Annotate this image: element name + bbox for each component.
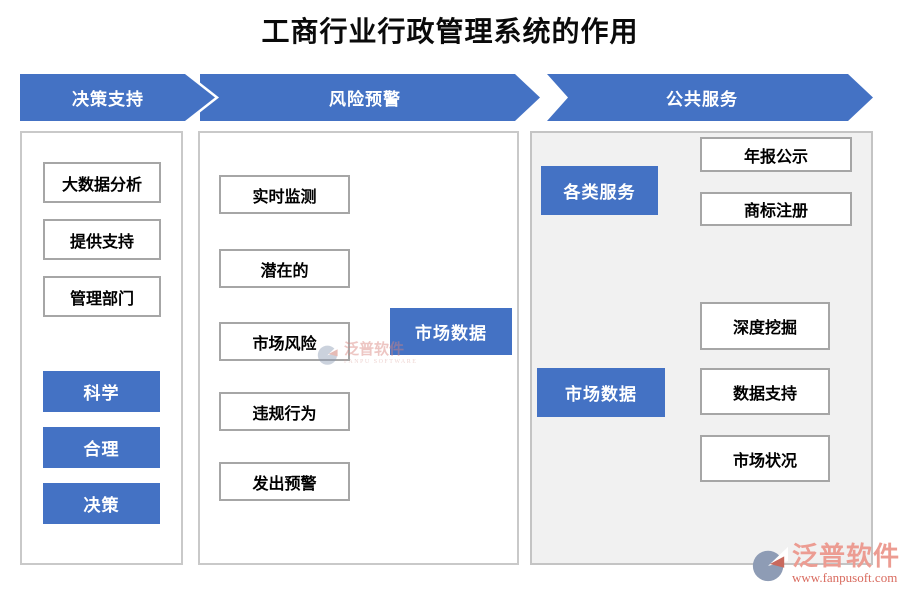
risk-box-market-risk: 市场风险 — [219, 322, 350, 361]
outcome-box-scientific: 科学 — [43, 371, 160, 412]
target-box-market-data: 市场数据 — [390, 308, 512, 355]
banner-label-decision-support: 决策支持 — [72, 90, 144, 109]
step-box-big-data-analysis: 大数据分析 — [43, 162, 161, 203]
corner-logo-brand: 泛普软件 — [792, 542, 900, 571]
outcome-box-reasonable: 合理 — [43, 427, 160, 468]
watermark-brand-sub: FANPU SOFTWARE — [344, 358, 418, 365]
banner-label-public-service: 公共服务 — [666, 90, 738, 109]
risk-box-violations: 违规行为 — [219, 392, 350, 431]
leaf-box-trademark-registration: 商标注册 — [700, 192, 852, 226]
leaf-box-market-condition: 市场状况 — [700, 435, 830, 482]
risk-box-potential: 潜在的 — [219, 249, 350, 288]
outcome-box-decision: 决策 — [43, 483, 160, 524]
risk-box-realtime-monitoring: 实时监测 — [219, 175, 350, 214]
banner-arrow-decision-support — [17, 71, 220, 124]
banner-label-risk-warning: 风险预警 — [329, 90, 401, 109]
banner-arrow-risk-warning — [200, 74, 540, 121]
corner-logo-url: www.fanpusoft.com — [792, 570, 898, 586]
page-title: 工商行业行政管理系统的作用 — [261, 17, 639, 48]
center-watermark: 泛普软件 FANPU SOFTWARE — [316, 342, 417, 366]
fanpu-logo-icon — [317, 343, 340, 365]
leaf-box-annual-report: 年报公示 — [700, 137, 852, 172]
hub-box-market-data: 市场数据 — [537, 368, 665, 417]
fanpu-logo-icon — [752, 546, 788, 582]
step-box-management-dept: 管理部门 — [43, 276, 161, 317]
banner-arrow-public-service — [547, 74, 873, 121]
hub-box-various-services: 各类服务 — [541, 166, 658, 215]
risk-box-issue-warning: 发出预警 — [219, 462, 350, 501]
corner-logo: 泛普软件 www.fanpusoft.com — [750, 543, 900, 585]
watermark-brand: 泛普软件 — [344, 341, 405, 358]
leaf-box-deep-mining: 深度挖掘 — [700, 302, 830, 350]
leaf-box-data-support: 数据支持 — [700, 368, 830, 415]
step-box-provide-support: 提供支持 — [43, 219, 161, 260]
